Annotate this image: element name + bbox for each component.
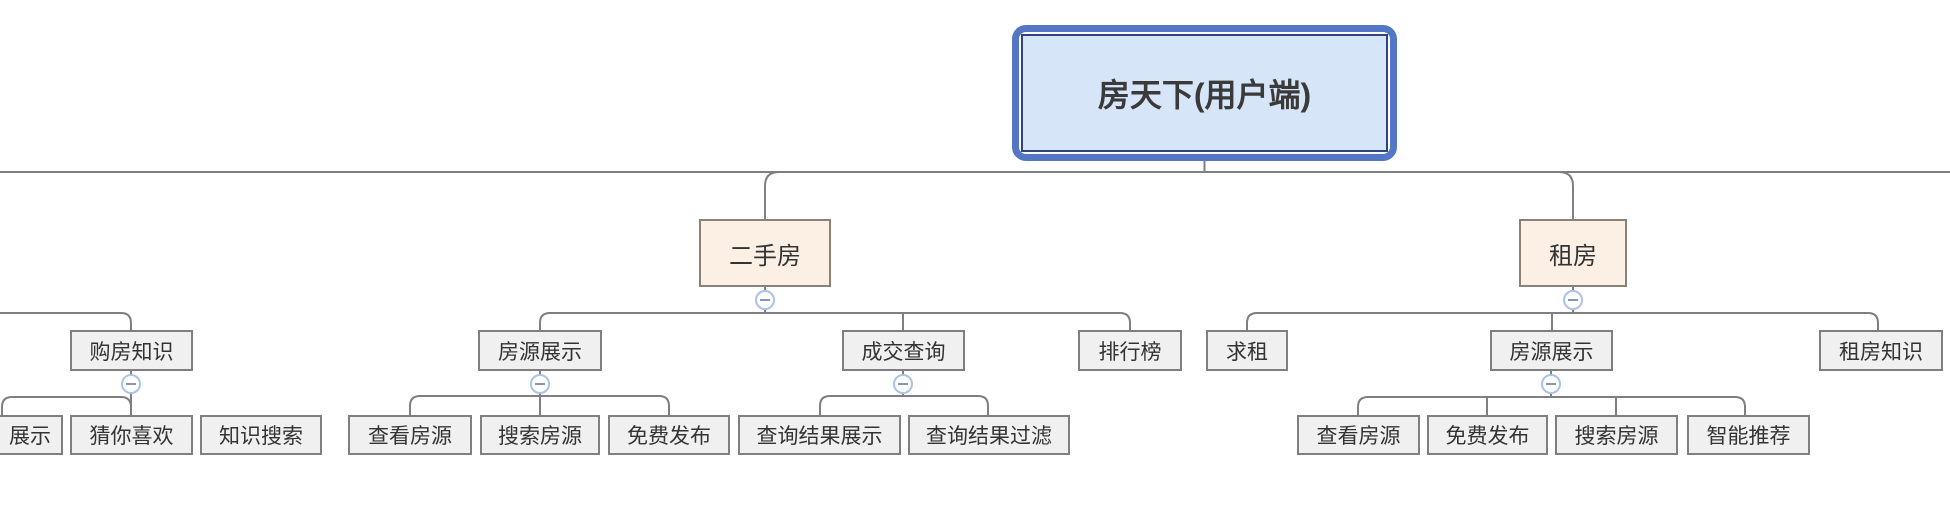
- node-listing-display-2[interactable]: 房源展示: [1490, 330, 1613, 371]
- collapse-icon[interactable]: [1563, 290, 1583, 310]
- node-free-publish-1[interactable]: 免费发布: [608, 415, 730, 455]
- rail-listing1-children: [409, 395, 670, 415]
- elbow-secondhand: [764, 171, 780, 219]
- collapse-icon[interactable]: [755, 290, 775, 310]
- elbow-rent: [1558, 171, 1574, 219]
- node-buy-knowledge[interactable]: 购房知识: [70, 330, 193, 371]
- node-search-listing-2[interactable]: 搜索房源: [1555, 415, 1678, 455]
- rail-dealquery-children: [819, 395, 989, 415]
- rail-left-parent: [0, 312, 132, 330]
- rail-rent-children: [1246, 312, 1879, 330]
- node-smart-recommend[interactable]: 智能推荐: [1687, 415, 1810, 455]
- root-node[interactable]: 房天下(用户端): [1012, 25, 1397, 161]
- node-search-listing-1[interactable]: 搜索房源: [480, 415, 600, 455]
- rail-secondhand-children: [539, 312, 1131, 330]
- node-deal-query[interactable]: 成交查询: [842, 330, 965, 371]
- collapse-icon[interactable]: [530, 374, 550, 394]
- node-free-publish-2[interactable]: 免费发布: [1427, 415, 1548, 455]
- node-seek-rent[interactable]: 求租: [1206, 330, 1288, 371]
- node-listing-display-1[interactable]: 房源展示: [478, 330, 602, 371]
- node-guess-you-like[interactable]: 猜你喜欢: [70, 415, 193, 455]
- collapse-icon[interactable]: [121, 374, 141, 394]
- node-display-clipped[interactable]: 展示: [0, 415, 63, 455]
- node-knowledge-search[interactable]: 知识搜索: [200, 415, 322, 455]
- rail-buy-knowledge-children: [1, 396, 132, 415]
- node-query-result-filter[interactable]: 查询结果过滤: [908, 415, 1070, 455]
- root-node-label: 房天下(用户端): [1021, 34, 1388, 152]
- node-ranking[interactable]: 排行榜: [1078, 330, 1182, 371]
- node-secondhand-house[interactable]: 二手房: [699, 219, 831, 287]
- collapse-icon[interactable]: [1541, 374, 1561, 394]
- rail-listing2-children: [1357, 396, 1746, 415]
- node-rent-knowledge[interactable]: 租房知识: [1819, 330, 1943, 371]
- node-rent-house[interactable]: 租房: [1519, 219, 1627, 287]
- node-view-listing-2[interactable]: 查看房源: [1297, 415, 1420, 455]
- node-view-listing-1[interactable]: 查看房源: [348, 415, 472, 455]
- node-query-result-display[interactable]: 查询结果展示: [738, 415, 901, 455]
- collapse-icon[interactable]: [893, 374, 913, 394]
